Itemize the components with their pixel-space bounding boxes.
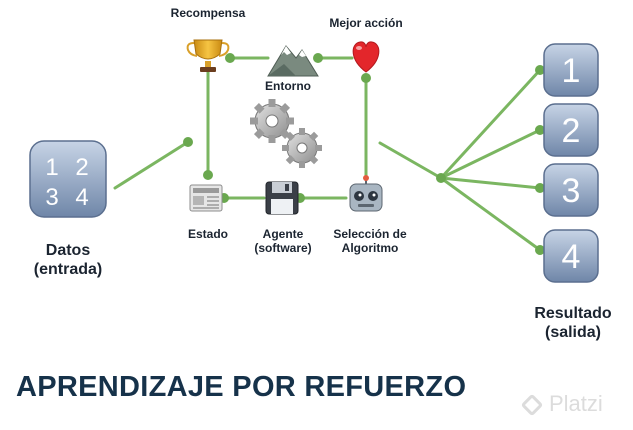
output-digit: 4 — [562, 238, 581, 276]
output-tile-4: 4 — [543, 229, 599, 283]
line-datos-estado — [113, 140, 190, 190]
label-mejor-accion: Mejor acción — [329, 16, 403, 30]
label-recompensa: Recompensa — [170, 6, 246, 20]
label-seleccion-line2: Algoritmo — [341, 241, 399, 256]
label-datos: Datos (entrada) — [34, 241, 102, 279]
line-hub-out-1 — [439, 68, 542, 180]
input-keypad-icon: 1 2 3 4 — [29, 140, 107, 218]
output-digit: 2 — [562, 112, 581, 150]
label-resultado: Resultado (salida) — [534, 304, 611, 342]
heart-icon — [352, 41, 380, 73]
label-resultado-line2: (salida) — [544, 324, 601, 342]
robot-icon — [349, 175, 383, 212]
line-seleccion-hub — [378, 141, 443, 180]
keypad-digit: 2 — [75, 154, 88, 181]
label-datos-line1: Datos — [45, 242, 91, 259]
label-entorno: Entorno — [265, 79, 311, 93]
keypad-digit: 1 — [45, 154, 58, 181]
output-tile-3: 3 — [543, 163, 599, 217]
mountain-icon — [267, 45, 319, 77]
watermark-text: Platzi — [549, 391, 603, 416]
keypad-digit: 3 — [45, 184, 58, 211]
label-agente-line2: (software) — [254, 241, 312, 256]
output-digit: 3 — [562, 172, 581, 210]
connection-lines — [113, 56, 542, 252]
output-tile-1: 1 — [543, 43, 599, 97]
trophy-icon — [186, 39, 230, 72]
page-title: APRENDIZAJE POR REFUERZO — [16, 371, 467, 403]
line-hub-out-2 — [439, 128, 542, 180]
keypad-digit: 4 — [75, 184, 88, 211]
label-datos-line2: (entrada) — [33, 261, 103, 279]
label-resultado-line1: Resultado — [534, 305, 612, 322]
label-agente: Agente (software) — [254, 227, 311, 256]
label-seleccion-line1: Selección de — [333, 227, 407, 241]
gears-icon — [250, 99, 322, 168]
output-digit: 1 — [562, 52, 581, 90]
newspaper-icon — [189, 184, 223, 212]
line-hub-out-4 — [439, 176, 542, 252]
label-seleccion: Selección de Algoritmo — [333, 227, 406, 256]
platzi-watermark: Platzi — [520, 391, 603, 417]
line-hub-out-3 — [439, 176, 542, 190]
platzi-logo-icon — [520, 393, 544, 417]
connection-dots — [183, 53, 545, 255]
floppy-disk-icon — [265, 181, 299, 215]
label-agente-line1: Agente — [262, 227, 304, 241]
output-tile-2: 2 — [543, 103, 599, 157]
label-estado: Estado — [187, 227, 229, 241]
